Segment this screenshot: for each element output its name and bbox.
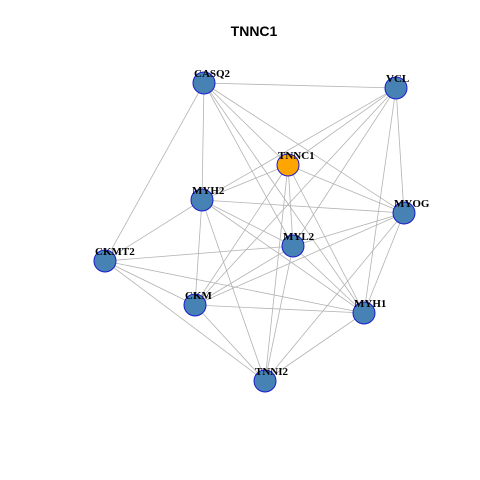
edge-ckm-myh1 xyxy=(194,304,365,314)
edge-myh2-ckmt2 xyxy=(104,199,203,262)
node-label-myh1: MYH1 xyxy=(354,298,386,310)
edge-tnnc1-myh2 xyxy=(201,164,289,201)
node-myl2[interactable] xyxy=(281,234,305,258)
edge-casq2-vcl xyxy=(203,82,397,89)
edge-myl2-ckmt2 xyxy=(104,245,294,262)
edge-myh2-tnni2 xyxy=(201,199,266,382)
edge-myl2-tnni2 xyxy=(264,245,294,382)
node-casq2[interactable] xyxy=(192,71,216,95)
edge-tnnc1-ckm xyxy=(194,164,289,306)
node-vcl[interactable] xyxy=(384,76,408,100)
node-label-ckm: CKM xyxy=(185,290,213,302)
node-label-myl2: MYL2 xyxy=(283,231,315,243)
edge-ckmt2-myh1 xyxy=(104,260,365,314)
node-label-ckmt2: CKMT2 xyxy=(95,246,135,258)
edge-myl2-ckm xyxy=(194,245,294,306)
edge-casq2-ckmt2 xyxy=(104,82,205,262)
node-label-myh2: MYH2 xyxy=(192,185,225,197)
edge-casq2-myog xyxy=(203,82,405,214)
node-tnni2[interactable] xyxy=(253,369,277,393)
edge-myog-tnni2 xyxy=(264,212,405,382)
node-ckmt2[interactable] xyxy=(93,249,117,273)
edge-vcl-myh1 xyxy=(363,87,397,314)
edge-tnnc1-tnni2 xyxy=(264,164,289,382)
edge-casq2-tnnc1 xyxy=(203,82,289,166)
edge-myog-myl2 xyxy=(292,212,405,247)
node-myh1[interactable] xyxy=(352,301,376,325)
node-layer xyxy=(93,71,416,393)
edge-myog-ckm xyxy=(194,212,405,306)
node-label-vcl: VCL xyxy=(386,73,409,85)
node-label-myog: MYOG xyxy=(394,198,430,210)
node-label-casq2: CASQ2 xyxy=(194,68,231,80)
edge-myh1-tnni2 xyxy=(264,312,365,382)
node-ckm[interactable] xyxy=(183,293,207,317)
edge-ckm-tnni2 xyxy=(194,304,266,382)
edge-myog-myh1 xyxy=(363,212,405,314)
node-tnnc1[interactable] xyxy=(276,153,300,177)
edge-ckmt2-ckm xyxy=(104,260,196,306)
edge-myh2-ckm xyxy=(194,199,203,306)
edge-vcl-tnnc1 xyxy=(287,87,397,166)
edge-vcl-ckm xyxy=(194,87,397,306)
edge-tnnc1-myog xyxy=(287,164,405,214)
node-myh2[interactable] xyxy=(190,188,214,212)
edge-vcl-myl2 xyxy=(292,87,397,247)
edge-myh2-myl2 xyxy=(201,199,294,247)
edge-myh2-myog xyxy=(201,199,405,214)
node-label-tnni2: TNNI2 xyxy=(255,366,289,378)
edge-layer xyxy=(104,82,405,382)
edge-ckmt2-tnni2 xyxy=(104,260,266,382)
node-myog[interactable] xyxy=(392,201,416,225)
edge-tnnc1-myh1 xyxy=(287,164,365,314)
edge-myl2-myh1 xyxy=(292,245,365,314)
edge-vcl-myh2 xyxy=(201,87,397,201)
diagram-title: TNNC1 xyxy=(231,23,278,39)
edge-casq2-myh1 xyxy=(203,82,365,314)
node-label-tnnc1: TNNC1 xyxy=(278,150,315,162)
edge-vcl-myog xyxy=(395,87,405,214)
edge-casq2-myl2 xyxy=(203,82,294,247)
edge-casq2-myh2 xyxy=(201,82,205,201)
